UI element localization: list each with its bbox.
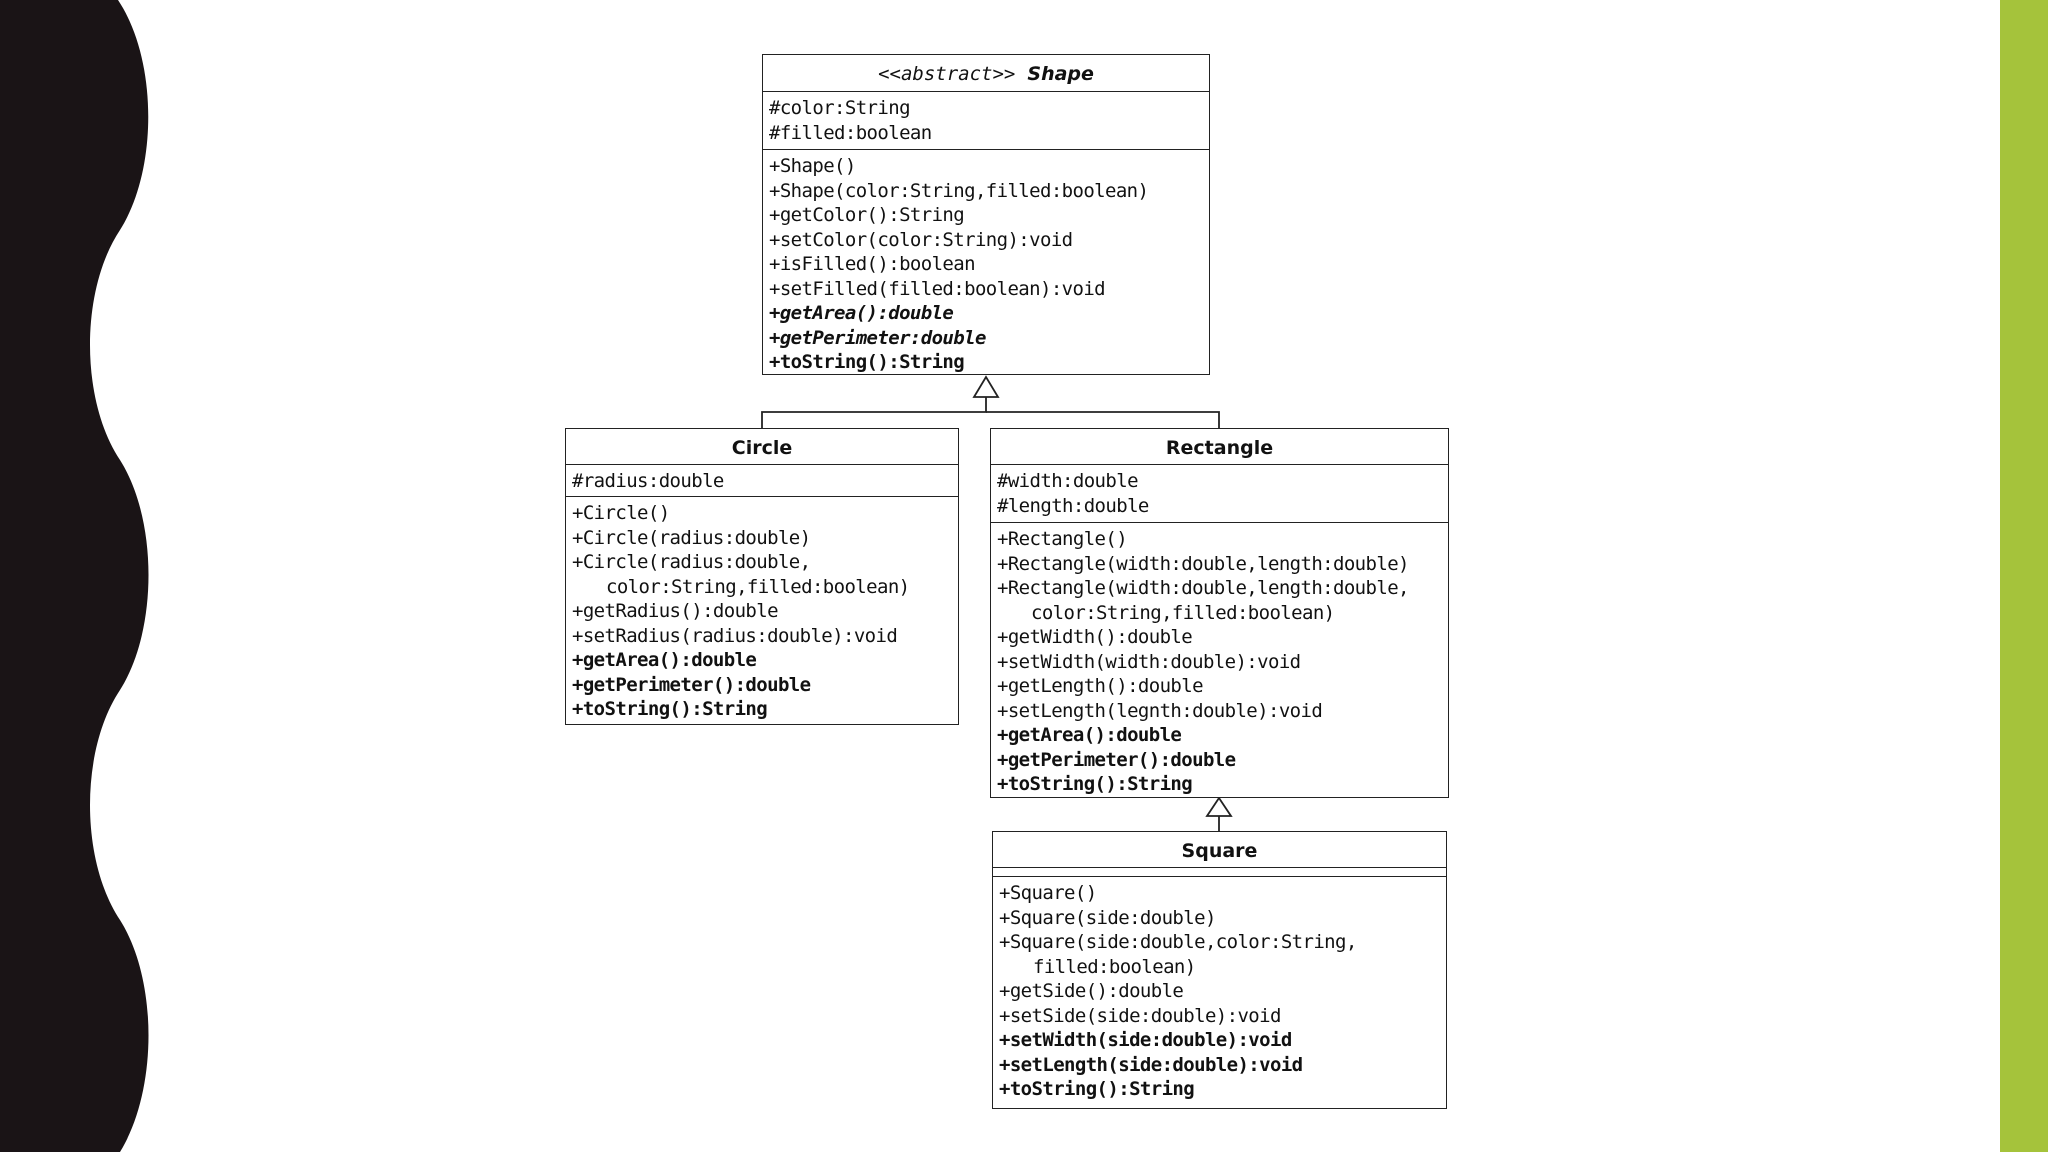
method: +setLength(legnth:double):void (997, 699, 1323, 722)
class-header: Square (993, 832, 1446, 868)
method: +getSide():double (999, 980, 1184, 1002)
method: +Rectangle(width:double,length:double, (997, 577, 1409, 599)
method: +Rectangle() (997, 528, 1128, 550)
shape-generalization-arrowhead (972, 375, 1000, 398)
rectangle-generalization-arrowhead (1205, 796, 1233, 817)
rectangle-to-shape-connector (986, 411, 1220, 428)
left-wavy-band (0, 0, 149, 1152)
method: +Rectangle(width:double,length:double) (997, 552, 1409, 575)
right-accent-bar (2000, 0, 2048, 1152)
method: +setWidth(width:double):void (997, 650, 1301, 673)
attribute: #radius:double (572, 470, 724, 492)
attributes-section: #width:double #length:double (991, 465, 1448, 523)
method: +getRadius():double (572, 600, 779, 622)
attribute: #width:double (997, 470, 1139, 492)
overridden-method: +toString():String (769, 351, 965, 373)
attribute: #length:double (997, 494, 1149, 517)
methods-section: +Rectangle() +Rectangle(width:double,len… (991, 523, 1448, 800)
methods-section: +Square() +Square(side:double) +Square(s… (993, 877, 1446, 1105)
class-shape: <<abstract>> Shape #color:String #filled… (762, 54, 1210, 375)
method: +getColor():String (769, 204, 965, 226)
method: +Circle(radius:double) (572, 526, 811, 549)
method: +Shape() (769, 155, 856, 177)
method: +Circle(radius:double, (572, 551, 811, 573)
overridden-method: +getArea():double (997, 724, 1182, 746)
method: +getLength():double (997, 675, 1204, 697)
wavy-edge-shape (0, 0, 149, 1152)
method: +setColor(color:String):void (769, 228, 1073, 251)
overridden-method: +toString():String (997, 773, 1193, 795)
method: +setSide(side:double):void (999, 1004, 1281, 1027)
class-square: Square +Square() +Square(side:double) +S… (992, 831, 1447, 1109)
method: +setRadius(radius:double):void (572, 624, 898, 647)
attributes-section: #color:String #filled:boolean (763, 92, 1209, 150)
overridden-method: +getArea():double (572, 649, 757, 671)
overridden-method: +getPerimeter():double (572, 673, 811, 696)
method-continuation: color:String,filled:boolean) (606, 575, 910, 598)
class-name: Circle (731, 437, 793, 459)
method: +getWidth():double (997, 626, 1193, 648)
methods-section: +Shape() +Shape(color:String,filled:bool… (763, 150, 1209, 378)
class-name: Shape (1027, 63, 1094, 85)
overridden-method: +toString():String (572, 698, 768, 720)
method-continuation: filled:boolean) (1033, 955, 1196, 978)
circle-to-shape-connector (761, 397, 987, 428)
attribute: #color:String (769, 97, 911, 119)
attributes-section-empty (993, 868, 1446, 877)
method: +Square() (999, 882, 1097, 904)
method: +setFilled(filled:boolean):void (769, 277, 1106, 300)
abstract-method: +getPerimeter:double (769, 326, 986, 349)
class-name: Rectangle (1165, 437, 1274, 459)
overridden-method: +setLength(side:double):void (999, 1053, 1303, 1076)
method: +Square(side:double,color:String, (999, 931, 1357, 953)
methods-section: +Circle() +Circle(radius:double) +Circle… (566, 497, 958, 725)
overridden-method: +setWidth(side:double):void (999, 1029, 1292, 1051)
method-continuation: color:String,filled:boolean) (1031, 601, 1335, 624)
method: +isFilled():boolean (769, 253, 976, 275)
abstract-method: +getArea():double (769, 302, 954, 324)
class-header: <<abstract>> Shape (763, 55, 1209, 92)
method: +Circle() (572, 502, 670, 524)
class-name: Square (1181, 840, 1258, 862)
stereotype-label: <<abstract>> (878, 63, 1016, 85)
overridden-method: +toString():String (999, 1078, 1195, 1100)
attributes-section: #radius:double (566, 465, 958, 497)
class-circle: Circle #radius:double +Circle() +Circle(… (565, 428, 959, 725)
class-header: Circle (566, 429, 958, 465)
method: +Square(side:double) (999, 906, 1216, 929)
overridden-method: +getPerimeter():double (997, 748, 1236, 771)
class-rectangle: Rectangle #width:double #length:double +… (990, 428, 1449, 798)
attribute: #filled:boolean (769, 121, 932, 144)
class-header: Rectangle (991, 429, 1448, 465)
method: +Shape(color:String,filled:boolean) (769, 179, 1149, 202)
